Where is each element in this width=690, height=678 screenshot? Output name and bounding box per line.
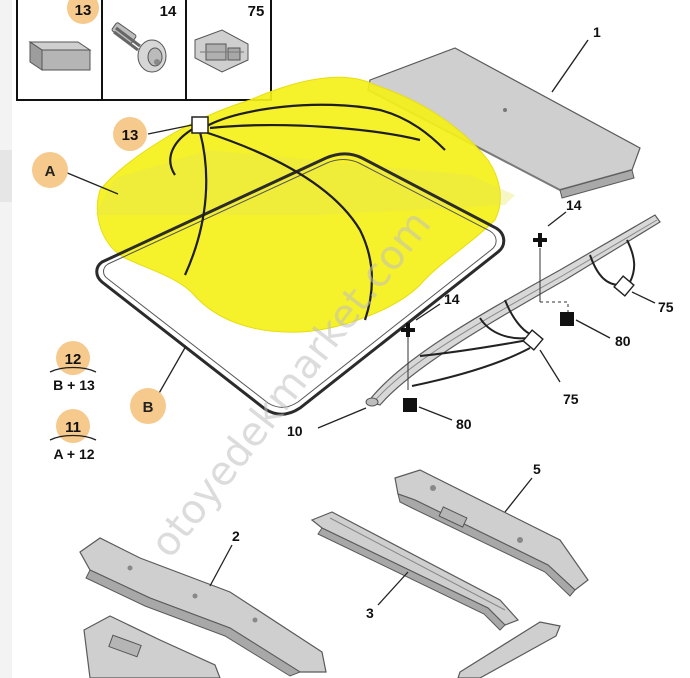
foam-block-icon (28, 41, 92, 71)
bracket-part-5 (394, 469, 589, 597)
fastener-80-right (560, 312, 574, 326)
leader-a (64, 171, 119, 195)
clip-13-marker (191, 116, 209, 134)
kit-12-bracket (49, 366, 97, 373)
callout-14-lower: 14 (444, 291, 460, 307)
clip-75-mid (411, 299, 544, 387)
badge-a-label: A (45, 163, 56, 180)
screw-14-lower (401, 323, 415, 390)
callout-14-upper: 14 (566, 197, 582, 213)
leader-b (157, 345, 187, 396)
badge-a (32, 152, 68, 188)
lower-bracket-left (83, 615, 221, 678)
leader-80-right (575, 319, 611, 339)
seal-b-outline (95, 152, 506, 416)
clip-75-right (589, 239, 636, 297)
callout-1: 1 (593, 24, 601, 40)
leader-2 (209, 544, 233, 587)
badge-11 (56, 409, 90, 443)
leader-14-lower (415, 303, 441, 321)
callout-3: 3 (366, 605, 374, 621)
gutter-tab (0, 150, 12, 202)
cross-member-part-3 (310, 511, 520, 631)
left-gutter (0, 0, 12, 678)
callout-80-right: 80 (615, 333, 631, 349)
callout-13: 13 (122, 127, 139, 144)
badge-12 (56, 341, 90, 375)
kit-11-formula: A + 12 (53, 446, 94, 462)
leader-5 (504, 477, 533, 513)
kit-11-bracket (49, 434, 97, 441)
screw-14-upper (533, 233, 569, 315)
legend-badge-13 (67, 0, 99, 24)
callout-80-left: 80 (456, 416, 472, 432)
leader-14-upper (547, 211, 567, 227)
leader-3 (377, 571, 409, 606)
headliner-highlight (95, 76, 515, 333)
callout-75-right: 75 (658, 299, 674, 315)
leader-75-right (631, 291, 656, 304)
badge-13 (113, 117, 147, 151)
legend-ref-75: 75 (248, 3, 265, 20)
legend-ref-14: 14 (160, 3, 177, 20)
leader-10 (317, 407, 367, 429)
screw-icon (111, 22, 167, 73)
kit-12-number: 12 (65, 351, 82, 368)
panel-part-2 (79, 537, 327, 677)
kit-11-number: 11 (65, 419, 81, 436)
legend-ref-13: 13 (75, 2, 92, 19)
callout-5: 5 (533, 461, 541, 477)
leader-13 (147, 124, 193, 135)
side-rail-part-10 (365, 214, 661, 407)
legend-box: 13 14 75 (16, 0, 272, 101)
callout-2: 2 (232, 528, 240, 544)
callout-10: 10 (287, 423, 303, 439)
leader-75-mid (539, 349, 561, 383)
badge-b-label: B (143, 399, 154, 416)
callout-75-mid: 75 (563, 391, 579, 407)
lower-rail-right (457, 621, 561, 678)
seal-b-inner (103, 159, 497, 408)
leader-1 (551, 39, 589, 93)
kit-12-formula: B + 13 (53, 377, 95, 393)
badge-b (130, 388, 166, 424)
clip-icon (194, 29, 249, 73)
leader-80-left (418, 406, 453, 421)
fastener-80-left (403, 398, 417, 412)
